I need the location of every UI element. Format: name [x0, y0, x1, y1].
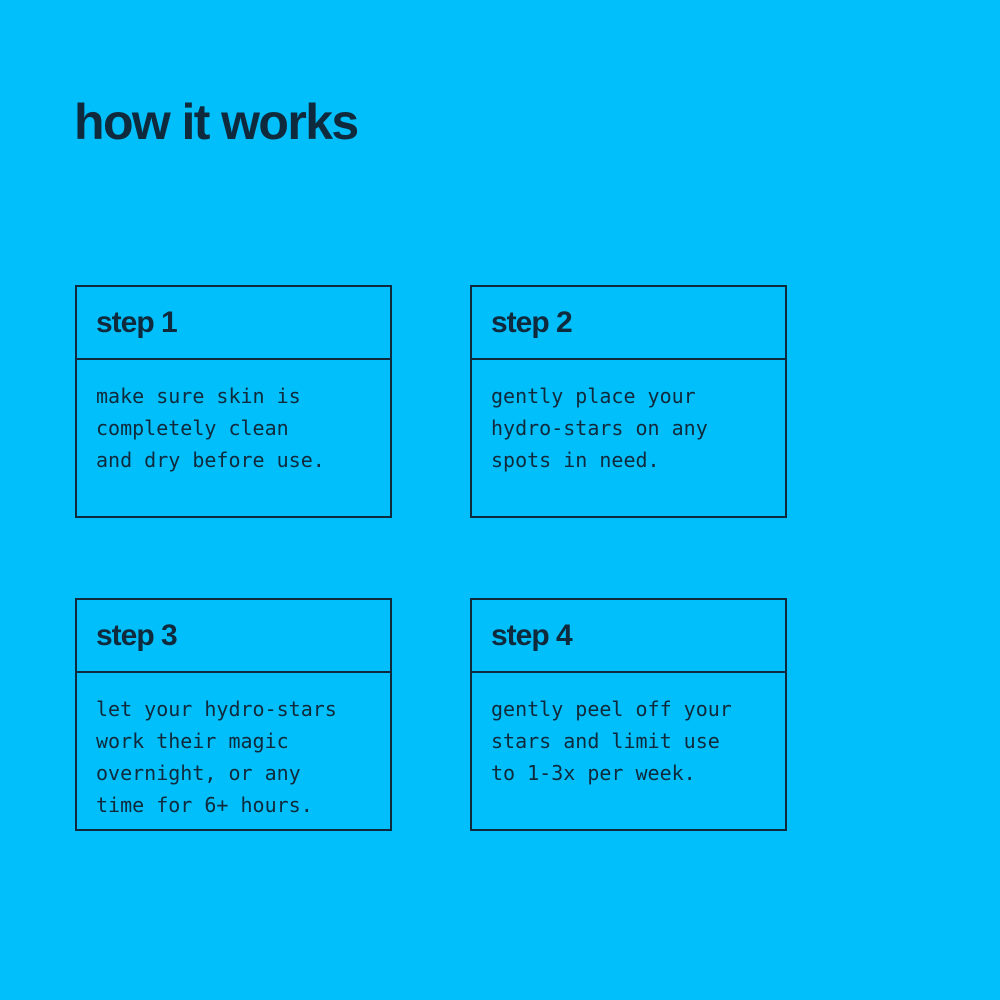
- page-title: how it works: [74, 94, 359, 150]
- step-card-1-text: make sure skin is completely clean and d…: [96, 384, 325, 472]
- step-card-4-header: step 4: [472, 600, 785, 673]
- step-card-2-text: gently place your hydro-stars on any spo…: [491, 384, 708, 472]
- step-card-1: step 1 make sure skin is completely clea…: [75, 285, 392, 518]
- step-card-1-body: make sure skin is completely clean and d…: [77, 360, 390, 516]
- step-card-4: step 4 gently peel off your stars and li…: [470, 598, 787, 831]
- step-card-4-text: gently peel off your stars and limit use…: [491, 697, 732, 785]
- step-card-2-body: gently place your hydro-stars on any spo…: [472, 360, 785, 516]
- step-card-3-header: step 3: [77, 600, 390, 673]
- step-card-1-label: step 1: [96, 305, 178, 339]
- step-card-3-label: step 3: [96, 618, 178, 652]
- step-card-4-body: gently peel off your stars and limit use…: [472, 673, 785, 829]
- steps-grid: step 1 make sure skin is completely clea…: [75, 285, 787, 831]
- step-card-1-header: step 1: [77, 287, 390, 360]
- step-card-4-label: step 4: [491, 618, 573, 652]
- step-card-3-text: let your hydro-stars work their magic ov…: [96, 697, 337, 817]
- step-card-2-header: step 2: [472, 287, 785, 360]
- step-card-2-label: step 2: [491, 305, 573, 339]
- step-card-3: step 3 let your hydro-stars work their m…: [75, 598, 392, 831]
- step-card-3-body: let your hydro-stars work their magic ov…: [77, 673, 390, 829]
- step-card-2: step 2 gently place your hydro-stars on …: [470, 285, 787, 518]
